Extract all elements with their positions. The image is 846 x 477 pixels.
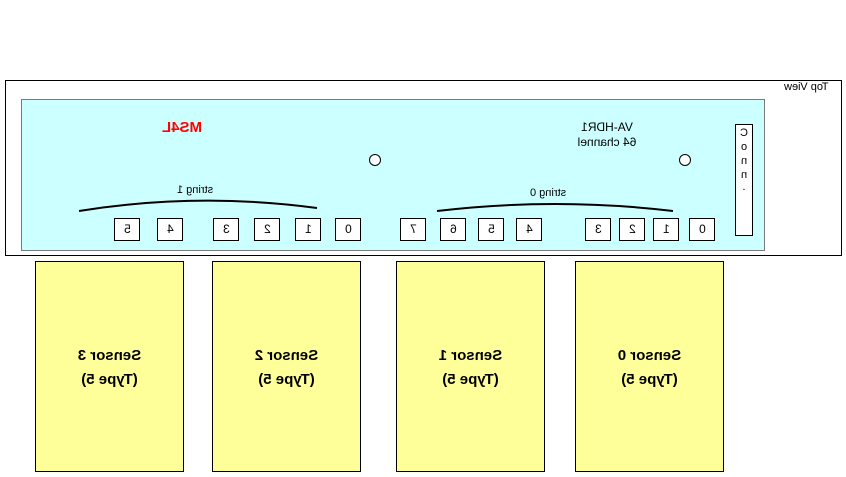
port-string0-0[interactable]: 0 <box>689 218 715 241</box>
sensor-3-text: Sensor 3 (Type 5) <box>36 344 183 392</box>
sensor-type: (Type 5) <box>442 371 499 388</box>
sensor-2-text: Sensor 2 (Type 5) <box>213 344 360 392</box>
port-string1-1[interactable]: 1 <box>295 218 321 241</box>
port-string1-3[interactable]: 3 <box>213 218 239 241</box>
port-label: 2 <box>628 222 636 236</box>
sensor-2[interactable]: Sensor 2 (Type 5) <box>212 261 361 472</box>
port-label: 1 <box>662 222 670 236</box>
string-0-arc <box>436 203 674 212</box>
sensor-name: Sensor 2 <box>254 347 319 364</box>
sensor-type: (Type 5) <box>621 371 678 388</box>
connector-box[interactable]: C o n n . <box>735 124 753 236</box>
mounting-hole-left <box>369 154 381 166</box>
sensor-type: (Type 5) <box>258 371 315 388</box>
sensor-3[interactable]: Sensor 3 (Type 5) <box>35 261 184 472</box>
sensor-0[interactable]: Sensor 0 (Type 5) <box>575 261 724 472</box>
port-string0-6[interactable]: 6 <box>440 218 466 241</box>
port-label: 7 <box>409 222 417 236</box>
port-string0-5[interactable]: 5 <box>478 218 504 241</box>
string-1-arc <box>78 199 318 212</box>
sensor-type: (Type 5) <box>81 371 138 388</box>
port-label: 0 <box>698 222 706 236</box>
port-string0-2[interactable]: 2 <box>619 218 645 241</box>
string-0-label: string 0 <box>530 187 567 199</box>
port-label: 6 <box>449 222 457 236</box>
port-string1-2[interactable]: 2 <box>254 218 280 241</box>
port-label: 5 <box>487 222 495 236</box>
mounting-hole-right <box>679 154 691 166</box>
port-label: 3 <box>594 222 602 236</box>
sensor-name: Sensor 3 <box>77 347 142 364</box>
sensor-name: Sensor 0 <box>617 347 682 364</box>
port-label: 5 <box>123 222 131 236</box>
port-label: 2 <box>263 222 271 236</box>
port-string1-4[interactable]: 4 <box>157 218 183 241</box>
port-string1-0[interactable]: 0 <box>335 218 361 241</box>
sensor-1-text: Sensor 1 (Type 5) <box>397 344 544 392</box>
port-label: 3 <box>222 222 230 236</box>
port-label: 1 <box>304 222 312 236</box>
port-string0-1[interactable]: 1 <box>653 218 679 241</box>
string-1-label: string 1 <box>177 184 214 196</box>
port-label: 4 <box>166 222 174 236</box>
port-string0-3[interactable]: 3 <box>585 218 611 241</box>
sensor-1[interactable]: Sensor 1 (Type 5) <box>396 261 545 472</box>
port-string1-5[interactable]: 5 <box>114 218 140 241</box>
sensor-name: Sensor 1 <box>438 347 503 364</box>
port-string0-4[interactable]: 4 <box>516 218 542 241</box>
sensor-0-text: Sensor 0 (Type 5) <box>576 344 723 392</box>
port-label: 0 <box>344 222 352 236</box>
port-string0-7[interactable]: 7 <box>400 218 426 241</box>
port-label: 4 <box>525 222 533 236</box>
